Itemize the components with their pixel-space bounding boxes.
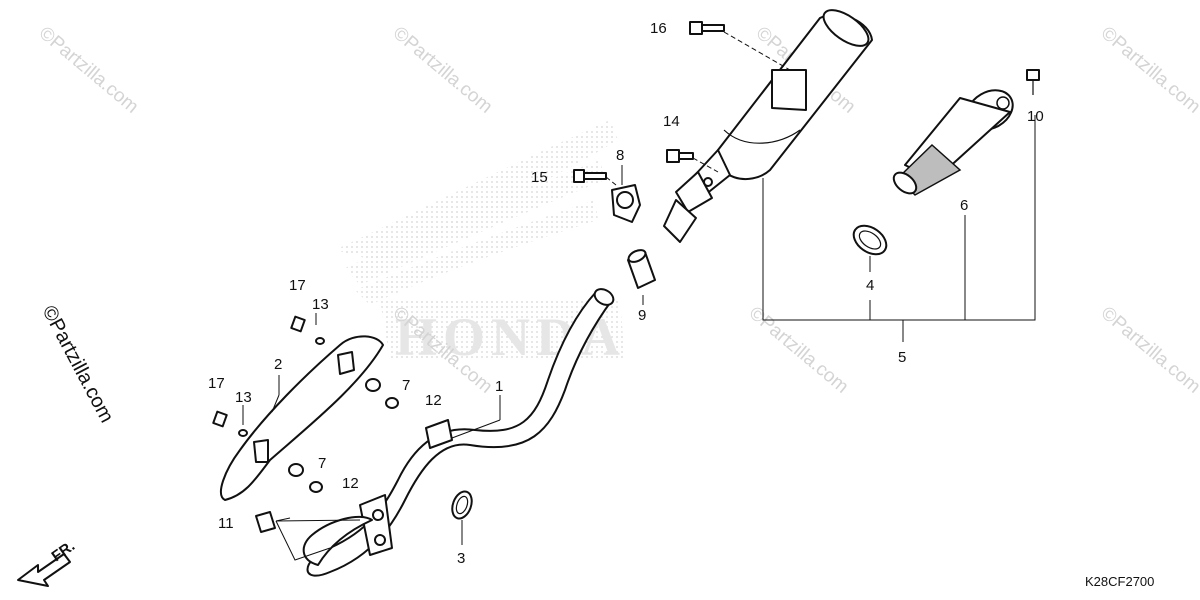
exhaust-pipe — [302, 288, 615, 577]
muffler-gasket — [852, 224, 888, 256]
washer-12a — [385, 397, 399, 409]
callout-1: 1 — [495, 378, 503, 395]
bolt-17a — [290, 315, 306, 333]
front-arrow: FR. — [17, 537, 78, 587]
bolt-10 — [1026, 69, 1040, 95]
bolt-14 — [666, 149, 719, 173]
bolt-16 — [689, 21, 791, 71]
tail-pipe — [892, 89, 1014, 196]
bolt-17b — [212, 410, 228, 428]
watermark: ©Partzilla.com — [35, 23, 143, 118]
watermark: ©Partzilla.com — [1097, 303, 1200, 398]
callout-3: 3 — [457, 550, 465, 567]
assembly-bracket — [762, 115, 1036, 342]
nut-7a — [365, 378, 381, 392]
callout-8: 8 — [616, 147, 624, 164]
cap-nut-11 — [255, 511, 276, 533]
washer-12b — [309, 481, 323, 493]
exhaust-gasket — [451, 490, 473, 520]
callout-10: 10 — [1027, 108, 1044, 125]
callout-2: 2 — [274, 356, 282, 373]
side-watermark: ©Partzilla.com — [38, 302, 118, 426]
callout-14: 14 — [663, 113, 680, 130]
callouts: 1 2 3 4 5 6 7 7 8 9 10 11 12 12 13 13 14… — [208, 20, 1044, 567]
leader-lines — [242, 165, 644, 561]
callout-17a: 17 — [289, 277, 306, 294]
watermark: ©Partzilla.com — [389, 23, 497, 118]
watermark: ©Partzilla.com — [745, 303, 853, 398]
pipe-clamp — [611, 184, 641, 223]
callout-7a: 7 — [402, 377, 410, 394]
washer-13a — [315, 337, 325, 345]
callout-12a: 12 — [425, 392, 442, 409]
callout-11: 11 — [218, 515, 234, 532]
callout-16: 16 — [650, 20, 667, 37]
callout-7b: 7 — [318, 455, 326, 472]
callout-12b: 12 — [342, 475, 359, 492]
washer-13b — [238, 429, 248, 437]
callout-17b: 17 — [208, 375, 225, 392]
callout-13a: 13 — [312, 296, 329, 313]
bolt-15 — [573, 169, 617, 186]
nut-7b — [288, 463, 304, 477]
callout-5: 5 — [898, 349, 906, 366]
callout-4: 4 — [866, 277, 874, 294]
callout-15: 15 — [531, 169, 548, 186]
heat-shield — [220, 335, 384, 501]
callout-6: 6 — [960, 197, 968, 214]
callout-13b: 13 — [235, 389, 252, 406]
joint-sleeve — [627, 249, 656, 289]
diagram-code: K28CF2700 — [1085, 574, 1154, 589]
watermark: ©Partzilla.com — [1097, 23, 1200, 118]
muffler — [663, 9, 873, 243]
callout-9: 9 — [638, 307, 646, 324]
